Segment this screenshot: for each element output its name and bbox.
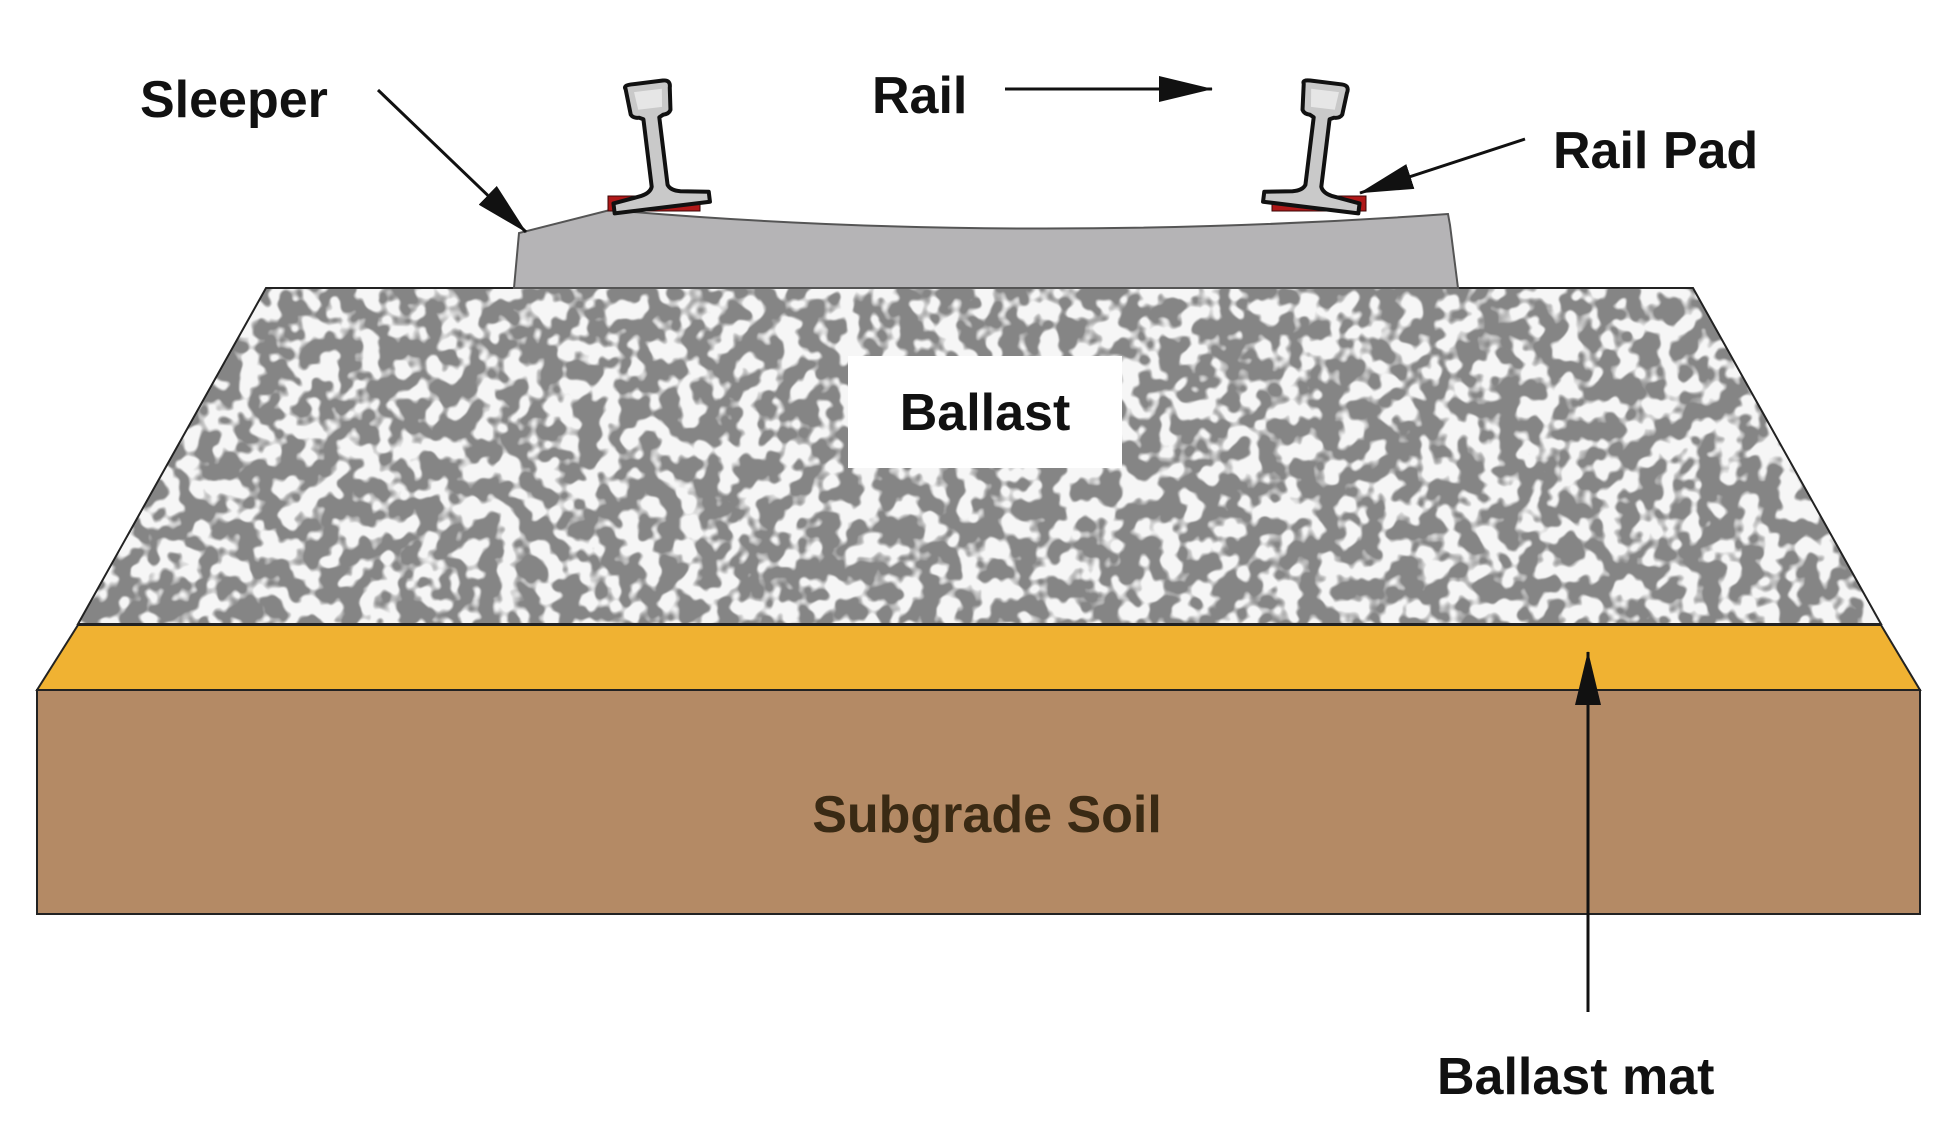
sleeper-shape [512, 208, 1460, 289]
right-rail-profile [1261, 78, 1362, 216]
sleeper-group [512, 208, 1460, 289]
right-rail [1261, 78, 1362, 216]
ballast-label: Ballast [900, 384, 1071, 442]
ballast-mat-layer [35, 624, 1922, 691]
left-rail-highlight [634, 88, 663, 110]
rail-pad-label: Rail Pad [1553, 122, 1758, 180]
subgrade-soil-block [36, 689, 1921, 915]
ballast-label-box [848, 356, 1122, 468]
ballast-mat-label: Ballast mat [1437, 1048, 1714, 1106]
subgrade-soil-label: Subgrade Soil [812, 786, 1162, 844]
sleeper-label: Sleeper [140, 71, 328, 129]
left-rail [611, 78, 712, 216]
rail-label: Rail [872, 67, 967, 125]
ballast-mat-strip [35, 624, 1922, 691]
rail-pad-arrow [1359, 137, 1526, 195]
sleeper-arrow [376, 88, 528, 234]
left-rail-profile [611, 78, 712, 216]
ballast-layer [76, 287, 1883, 625]
right-rail-highlight [1310, 88, 1339, 110]
subgrade-soil-layer [36, 689, 1921, 915]
